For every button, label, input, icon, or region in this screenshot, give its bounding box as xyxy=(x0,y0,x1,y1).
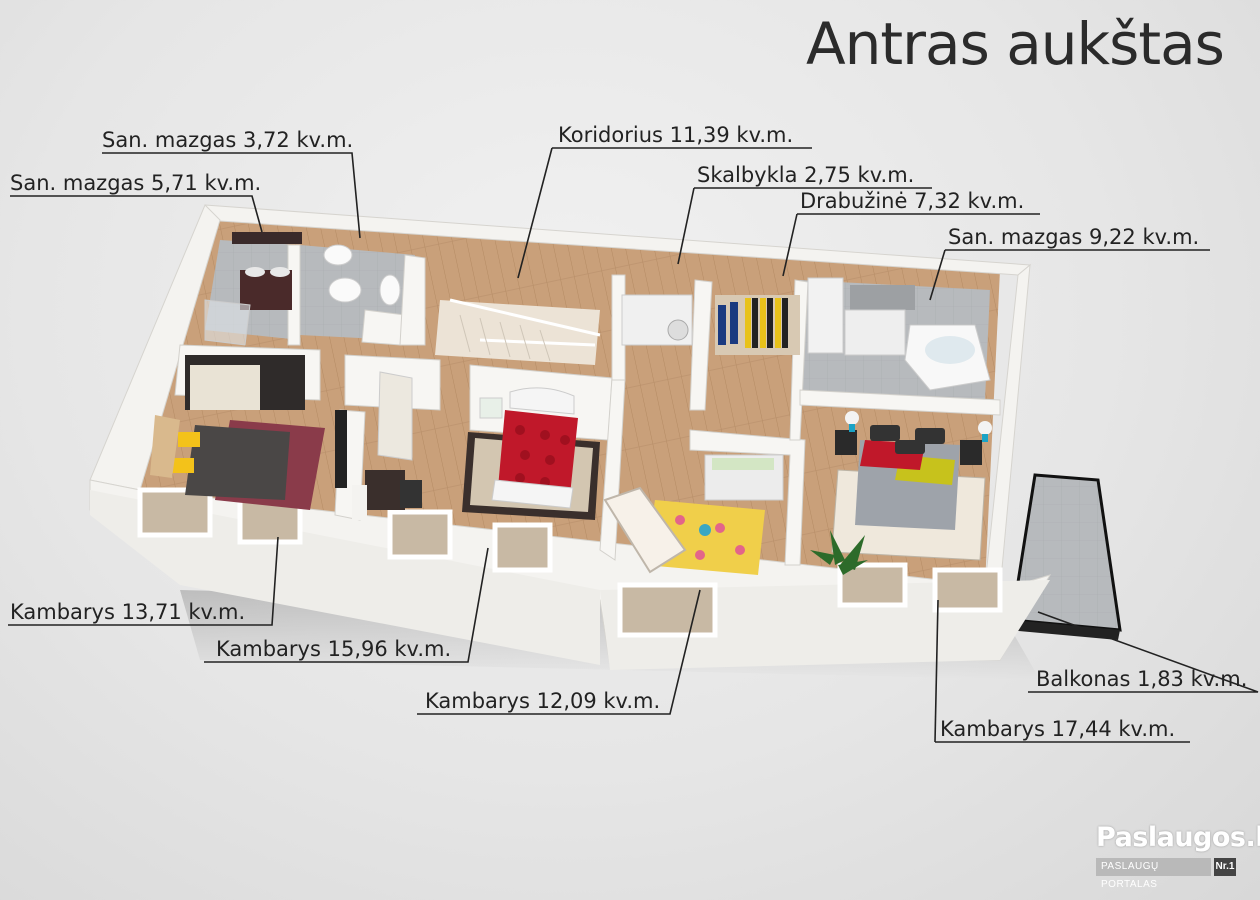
label-kambarys-1596: Kambarys 15,96 kv.m. xyxy=(216,637,452,661)
page-title: Antras aukštas xyxy=(806,10,1225,78)
watermark-badge: Nr.1 xyxy=(1214,858,1236,876)
watermark-logo: Paslaugos.lt PASLAUGŲ PORTALAS Nr.1 xyxy=(1094,822,1260,890)
label-kambarys-1209: Kambarys 12,09 kv.m. xyxy=(425,689,661,713)
label-kambarys-1744: Kambarys 17,44 kv.m. xyxy=(940,717,1176,741)
label-san-mazgas-372: San. mazgas 3,72 kv.m. xyxy=(102,128,354,152)
label-kambarys-1371: Kambarys 13,71 kv.m. xyxy=(10,600,246,624)
label-balkonas: Balkonas 1,83 kv.m. xyxy=(1036,667,1248,691)
room-15-96-furniture xyxy=(352,371,600,520)
leader-lines xyxy=(8,147,1259,743)
staircase xyxy=(435,298,601,365)
label-san-mazgas-922: San. mazgas 9,22 kv.m. xyxy=(948,225,1200,249)
wc-fixtures xyxy=(323,244,401,306)
wardrobe-clothes xyxy=(715,277,844,355)
label-skalbykla: Skalbykla 2,75 kv.m. xyxy=(697,163,915,187)
windows xyxy=(137,487,1003,638)
label-san-mazgas-571: San. mazgas 5,71 kv.m. xyxy=(10,171,262,195)
label-drabuzine: Drabužinė 7,32 kv.m. xyxy=(800,189,1025,213)
watermark-tagline: PASLAUGŲ PORTALAS xyxy=(1096,858,1211,890)
watermark-brand: Paslaugos.lt xyxy=(1096,822,1260,853)
room-17-44-furniture xyxy=(810,411,992,575)
laundry-fixtures xyxy=(621,294,693,346)
bath-left-fixtures xyxy=(204,232,302,346)
room-12-09-furniture xyxy=(603,454,784,575)
bath-right-fixtures xyxy=(844,285,991,391)
label-koridorius: Koridorius 11,39 kv.m. xyxy=(558,123,794,147)
room-13-71-furniture xyxy=(150,355,347,510)
